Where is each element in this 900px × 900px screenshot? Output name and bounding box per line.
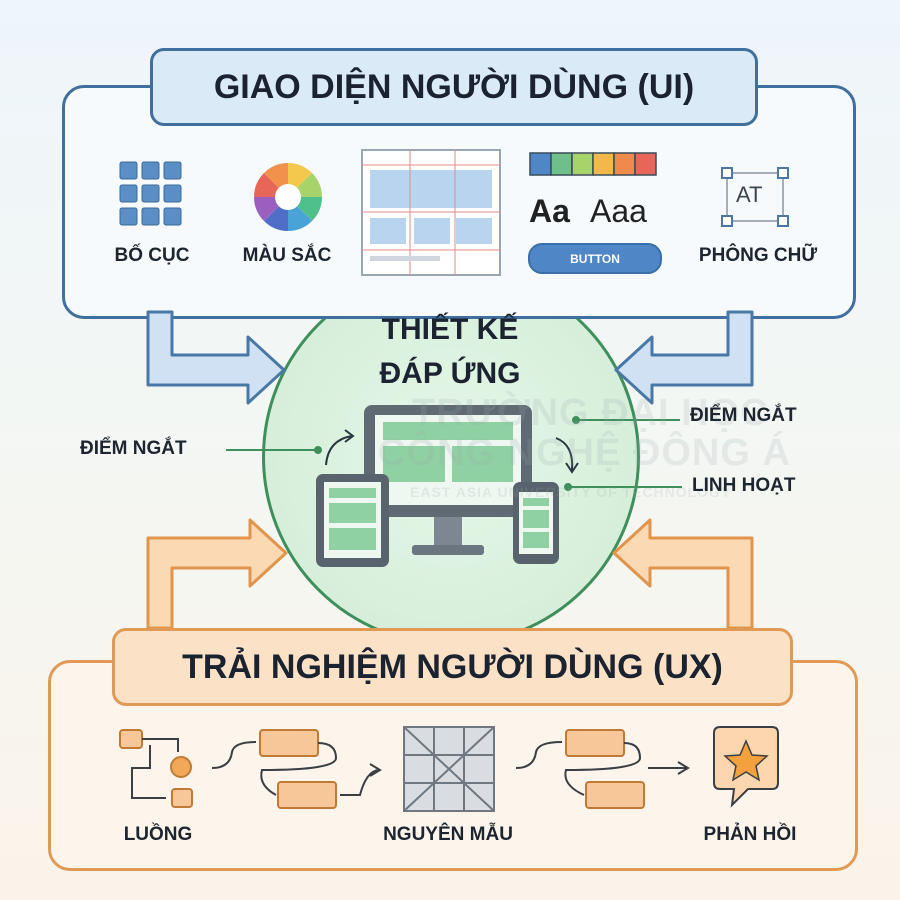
ui-title: GIAO DIỆN NGƯỜI DÙNG (UI): [150, 48, 758, 126]
layout-grid-icon: [119, 161, 182, 226]
flow-steps-right-icon: [515, 729, 690, 809]
watermark-line1: TRƯỜNG ĐẠI HỌC: [412, 392, 769, 434]
ui-label-layout: BỐ CỤC: [114, 245, 190, 266]
center-title-line1: THIẾT KẾ: [381, 313, 519, 346]
desktop-monitor-icon: [364, 405, 532, 555]
flow-chart-icon: [119, 729, 193, 808]
ux-label-feedback: PHẢN HỒI: [703, 824, 797, 845]
ui-label-color: MÀU SẮC: [242, 245, 332, 266]
ux-title: TRẢI NGHIỆM NGƯỜI DÙNG (UX): [112, 628, 793, 706]
font-icon-text: AT: [736, 182, 763, 207]
ui-left-arrow: [146, 310, 286, 405]
font-frame-icon: [721, 167, 789, 227]
flow-steps-left-icon: [211, 729, 382, 809]
button-sample: BUTTON: [528, 243, 662, 274]
ux-right-arrow: [612, 518, 754, 630]
flexible-label: LINH HOẠT: [692, 475, 796, 496]
feedback-star-icon: [713, 726, 779, 808]
center-title: THIẾT KẾ ĐÁP ỨNG: [300, 308, 600, 396]
breakpoint-label-left: ĐIỂM NGẮT: [80, 438, 187, 459]
ui-label-font: PHÔNG CHỮ: [698, 245, 818, 266]
resize-arrows: [325, 429, 579, 474]
typography-sample-bold: Aa: [529, 193, 570, 229]
watermark-line3: EAST ASIA UNIVERSITY OF TECHNOLOGY: [410, 484, 732, 500]
ux-label-prototype: NGUYÊN MẪU: [383, 824, 513, 845]
watermark-line2: CÔNG NGHỆ ĐÔNG Á: [378, 432, 791, 474]
ux-left-arrow: [146, 518, 288, 630]
tablet-icon: [316, 474, 389, 567]
center-title-line2: ĐÁP ỨNG: [379, 357, 521, 390]
wireframe-page-icon: [361, 149, 501, 276]
color-wheel-icon: [254, 163, 322, 231]
ui-right-arrow: [614, 310, 754, 405]
typography-sample-regular: Aaa: [590, 193, 647, 229]
prototype-wireframe-icon: [403, 726, 495, 812]
leader-lines: [226, 416, 682, 491]
breakpoint-label-right: ĐIỂM NGẮT: [690, 405, 797, 426]
phone-icon: [513, 482, 559, 564]
ux-label-flow: LUỒNG: [123, 824, 193, 845]
color-swatch-bar: [529, 152, 657, 176]
